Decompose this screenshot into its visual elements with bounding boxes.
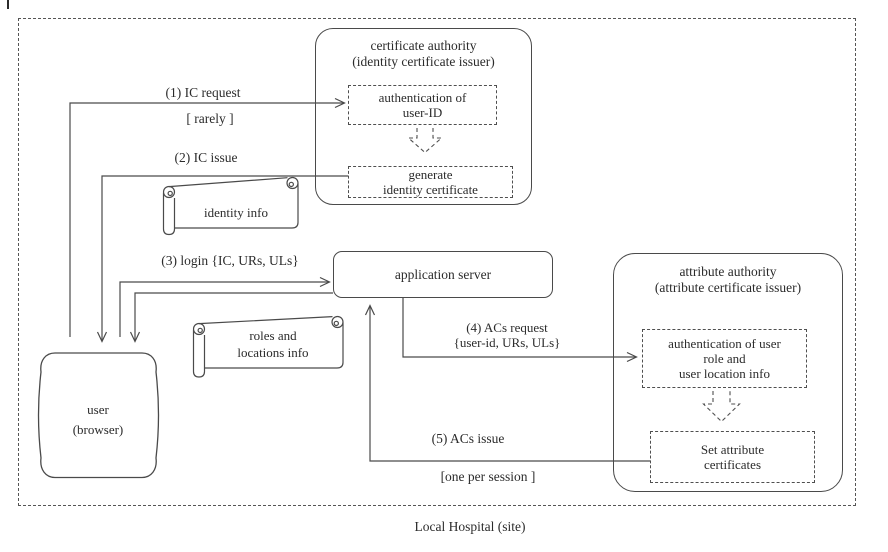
scroll-curl-left-dot bbox=[167, 190, 173, 197]
aa-title-line2: (attribute certificate issuer) bbox=[654, 280, 802, 295]
ca-title-line1: certificate authority bbox=[370, 38, 477, 53]
certificate-authority-title: certificate authority (identity certific… bbox=[315, 38, 532, 70]
aa-authentication-step: authentication of user role and user loc… bbox=[642, 329, 807, 388]
page-edge-mark bbox=[7, 0, 9, 9]
ca-title-line2: (identity certificate issuer) bbox=[352, 54, 495, 69]
aa-auth-line3: user location info bbox=[679, 366, 770, 381]
flow1-ic-request-line bbox=[69, 102, 344, 337]
roles-line1: roles and bbox=[249, 328, 297, 343]
attribute-authority-box bbox=[613, 253, 843, 492]
flow1-arrowhead bbox=[334, 97, 346, 109]
attribute-authority-title: attribute authority (attribute certifica… bbox=[613, 264, 843, 296]
scroll-curl-left-icon bbox=[192, 322, 206, 336]
scroll-curl-right-icon bbox=[331, 315, 344, 329]
aa-auth-line1: authentication of user bbox=[668, 336, 781, 351]
ca-generate-line2: identity certificate bbox=[383, 182, 478, 197]
site-caption: Local Hospital (site) bbox=[414, 519, 526, 534]
flow5-label: (5) ACs issue bbox=[431, 431, 505, 446]
flow3-login-line bbox=[119, 281, 329, 337]
identity-info-label: identity info bbox=[204, 205, 268, 220]
user-line1: user bbox=[87, 402, 109, 417]
flow4-label: (4) ACs request {user-id, URs, ULs} bbox=[432, 320, 582, 350]
flow5-note: [one per session ] bbox=[440, 469, 536, 484]
flow1-note: [ rarely ] bbox=[186, 111, 234, 126]
user-line2: (browser) bbox=[72, 422, 124, 437]
user-browser-label: user (browser) bbox=[48, 400, 148, 440]
ca-auth-line1: authentication of bbox=[378, 90, 467, 105]
ca-generate-step: generate identity certificate bbox=[348, 166, 513, 198]
certificate-authority-box bbox=[315, 28, 532, 205]
flow4-acs-request-line bbox=[402, 298, 636, 358]
flow5-acs-issue-line bbox=[369, 306, 650, 462]
scroll-curl-right-dot bbox=[288, 181, 294, 188]
aa-set-line2: certificates bbox=[703, 457, 761, 472]
ca-generate-line1: generate bbox=[408, 167, 453, 182]
scroll-left-roll bbox=[192, 330, 206, 378]
scroll-body bbox=[198, 316, 344, 369]
scroll-curl-right-icon bbox=[286, 176, 299, 190]
flow2-ic-issue-line bbox=[101, 175, 348, 341]
aa-title-line1: attribute authority bbox=[679, 264, 777, 279]
flow2-arrowhead bbox=[96, 331, 108, 343]
flow2-label: (2) IC issue bbox=[174, 150, 238, 165]
scroll-body bbox=[168, 177, 299, 229]
server-response-line bbox=[134, 292, 333, 341]
roles-info-label: roles and locations info bbox=[210, 327, 336, 361]
site-boundary bbox=[18, 18, 856, 506]
roles-line2: locations info bbox=[237, 345, 309, 360]
aa-set-line1: Set attribute bbox=[700, 442, 765, 457]
flow4-line1: (4) ACs request bbox=[466, 320, 548, 335]
scroll-curl-left-icon bbox=[162, 185, 176, 199]
scroll-curl-left-dot bbox=[197, 327, 203, 334]
identity-info-scroll bbox=[162, 176, 299, 236]
flow3-label: (3) login {IC, URs, ULs} bbox=[161, 253, 299, 268]
aa-set-certificates-step: Set attribute certificates bbox=[650, 431, 815, 483]
flow1-label: (1) IC request bbox=[165, 85, 241, 100]
ca-authentication-step: authentication of user-ID bbox=[348, 85, 497, 125]
application-server-box: application server bbox=[333, 251, 553, 298]
flow4-arrowhead bbox=[626, 351, 638, 363]
scroll-curl-right-dot bbox=[333, 320, 339, 327]
flow3-arrowhead bbox=[319, 276, 331, 288]
roles-info-scroll bbox=[192, 315, 344, 378]
ca-auth-line2: user-ID bbox=[402, 105, 443, 120]
server-response-arrowhead bbox=[129, 331, 141, 343]
application-server-label: application server bbox=[394, 266, 492, 282]
user-browser-shape bbox=[37, 352, 160, 479]
aa-auth-line2: role and bbox=[703, 351, 746, 366]
ca-process-arrow-icon bbox=[407, 128, 443, 154]
scroll-left-roll bbox=[162, 193, 176, 236]
flow4-line2: {user-id, URs, ULs} bbox=[453, 335, 561, 350]
flow5-arrowhead bbox=[364, 304, 376, 316]
